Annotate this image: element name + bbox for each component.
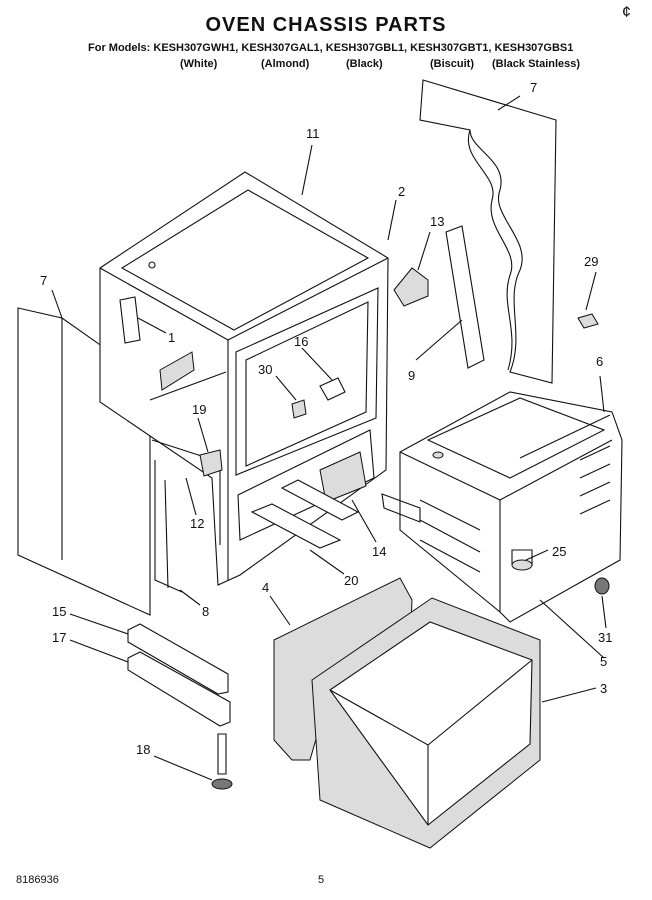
callout-5: 5 [600,654,607,669]
color-white: (White) [180,58,218,70]
color-row: (White) (Almond) (Black) (Biscuit) (Blac… [0,58,652,72]
color-biscuit: (Biscuit) [430,58,474,70]
bracket-15 [127,623,229,695]
callout-30: 30 [258,362,272,377]
rail-20a [250,503,342,549]
callout-7b: 7 [40,273,47,288]
document-code: 8186936 [16,874,59,886]
part-29 [577,313,599,329]
leader-lines [51,95,607,781]
callout-9: 9 [408,368,415,383]
page-number: 5 [318,874,325,886]
callout-6: 6 [596,354,603,369]
back-panel-7 [419,79,557,384]
oven-cavity-6 [381,391,623,623]
color-black: (Black) [346,58,383,70]
color-almond: (Almond) [261,58,310,70]
callout-3: 3 [600,681,607,696]
leveling-leg-18 [211,733,233,790]
callout-4: 4 [262,580,269,595]
callout-15: 15 [52,604,66,619]
callout-25: 25 [552,544,566,559]
callout-17: 17 [52,630,66,645]
callout-31: 31 [598,630,612,645]
corner-mark: ¢ [622,4,631,21]
part-19 [199,449,223,477]
callout-2: 2 [398,184,405,199]
chassis-frame [99,171,389,593]
callout-14: 14 [372,544,386,559]
strip-9 [445,225,485,369]
part-14 [319,451,367,503]
callout-12: 12 [190,516,204,531]
callout-13: 13 [430,214,444,229]
callout-19: 19 [192,402,206,417]
callout-7a: 7 [530,80,537,95]
callout-16: 16 [294,334,308,349]
callout-20: 20 [344,573,358,588]
part-30 [291,399,307,419]
rail-20b [280,479,360,521]
callout-18: 18 [136,742,150,757]
callout-8: 8 [202,604,209,619]
models-line: For Models: KESH307GWH1, KESH307GAL1, KE… [88,42,574,54]
bracket-17 [127,651,231,727]
page-title: OVEN CHASSIS PARTS [205,14,447,36]
bracket-13 [393,267,429,307]
insulation-3 [311,597,541,849]
color-black-stainless: (Black Stainless) [492,58,581,70]
callout-29: 29 [584,254,598,269]
callout-11: 11 [306,126,320,141]
part-31 [594,577,610,595]
thermostat-16 [319,377,346,401]
callout-1: 1 [168,330,175,345]
